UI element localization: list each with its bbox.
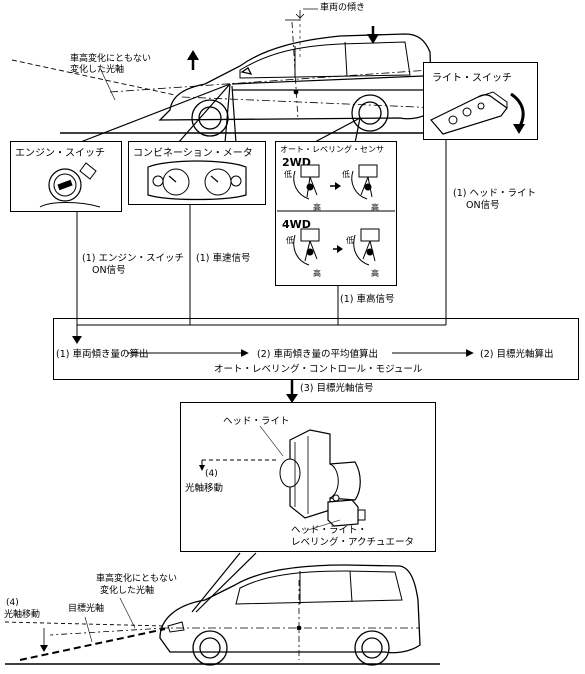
top-vehicle-axis: [109, 69, 431, 93]
sensor-mechanism-drawings: [277, 164, 395, 266]
bottom-vehicle-illustration: [5, 564, 440, 666]
sensor-4wd-low-left: 低: [286, 236, 294, 245]
auto-leveling-sensor-title: オート・レベリング・センサ: [280, 145, 384, 154]
vehicle-tilt-axis: [291, 21, 299, 121]
module-step-2: (2) 車両傾き量の平均値算出: [257, 349, 378, 360]
bottom-beam-move-number: (4): [6, 598, 19, 608]
bottom-beam-changed-label-2: 変化した光軸: [100, 586, 155, 596]
sensor-4wd-high-right: 高: [371, 269, 379, 278]
module-name: オート・レベリング・コントロール・モジュール: [214, 364, 423, 375]
headlight-beam-move-number: (4): [205, 469, 218, 479]
bottom-target-beam: [19, 628, 166, 661]
light-switch-box: ライト・スイッチ: [423, 62, 538, 140]
vehicle-speed-signal-label: (1) 車速信号: [196, 253, 251, 264]
sensor-2wd-high-right: 高: [371, 203, 379, 212]
target-axis-signal-label: (3) 目標光軸信号: [300, 383, 374, 394]
module-step-3: (2) 目標光軸算出: [480, 349, 554, 360]
sensor-4wd-label: 4WD: [282, 218, 311, 231]
headlight-on-signal-label-2: ON信号: [466, 200, 500, 211]
sensor-2wd-high-left: 高: [313, 203, 321, 212]
sensor-2wd-low-left: 低: [284, 170, 292, 179]
engine-switch-box: エンジン・スイッチ: [10, 141, 122, 212]
auto-leveling-sensor-box: オート・レベリング・センサ 2WD 4WD 低 高 低 高 低 高 低 高: [275, 141, 397, 286]
headlight-detail-box: ヘッド・ライト (4) 光軸移動 ヘッド・ライト・ レベリング・アクチュエータ: [180, 402, 436, 552]
top-beam-changed-label-1: 車高変化にともない: [70, 54, 152, 64]
top-vehicle-illustration: [60, 33, 445, 137]
headlight-beam-move-label: 光軸移動: [185, 483, 224, 494]
engine-on-signal-label-2: ON信号: [92, 265, 126, 276]
bottom-beam-changed-label-1: 車高変化にともない: [96, 574, 178, 584]
bottom-target-axis-label: 目標光軸: [68, 604, 105, 614]
actuator-label-1: ヘッド・ライト・: [291, 525, 368, 536]
sensor-4wd-low-right: 低: [346, 236, 354, 245]
light-switch-title: ライト・スイッチ: [432, 73, 512, 84]
combination-meter-box: コンビネーション・メータ: [128, 141, 266, 205]
headlight-on-signal-label-1: (1) ヘッド・ライト: [453, 188, 536, 199]
actuator-label-2: レベリング・アクチュエータ: [291, 537, 415, 548]
control-module-box: (1) 車両傾き量の算出 (2) 車両傾き量の平均値算出 (2) 目標光軸算出 …: [53, 318, 579, 380]
engine-switch-title: エンジン・スイッチ: [15, 148, 105, 159]
engine-on-signal-label-1: (1) エンジン・スイッチ: [82, 253, 184, 264]
top-vehicle-level-axis: [181, 96, 441, 109]
top-changed-beam: [11, 59, 176, 96]
light-switch-icon: [430, 91, 525, 135]
top-beam-changed-label-2: 変化した光軸: [70, 65, 125, 75]
bottom-beam-move-label: 光軸移動: [4, 610, 41, 620]
headlight-actuator-drawing: [199, 425, 366, 531]
combination-meter-title: コンビネーション・メータ: [133, 148, 253, 159]
module-step-1: (1) 車両傾き量の算出: [56, 349, 149, 360]
headlight-label: ヘッド・ライト: [223, 416, 290, 427]
vehicle-height-signal-label: (1) 車高信号: [340, 294, 395, 305]
engine-switch-icon: [39, 162, 101, 208]
vehicle-tilt-label: 車両の傾き: [320, 3, 366, 13]
sensor-4wd-high-left: 高: [313, 269, 321, 278]
bottom-changed-beam: [4, 621, 166, 627]
sensor-2wd-low-right: 低: [342, 170, 350, 179]
combination-meter-icon: [147, 160, 247, 201]
